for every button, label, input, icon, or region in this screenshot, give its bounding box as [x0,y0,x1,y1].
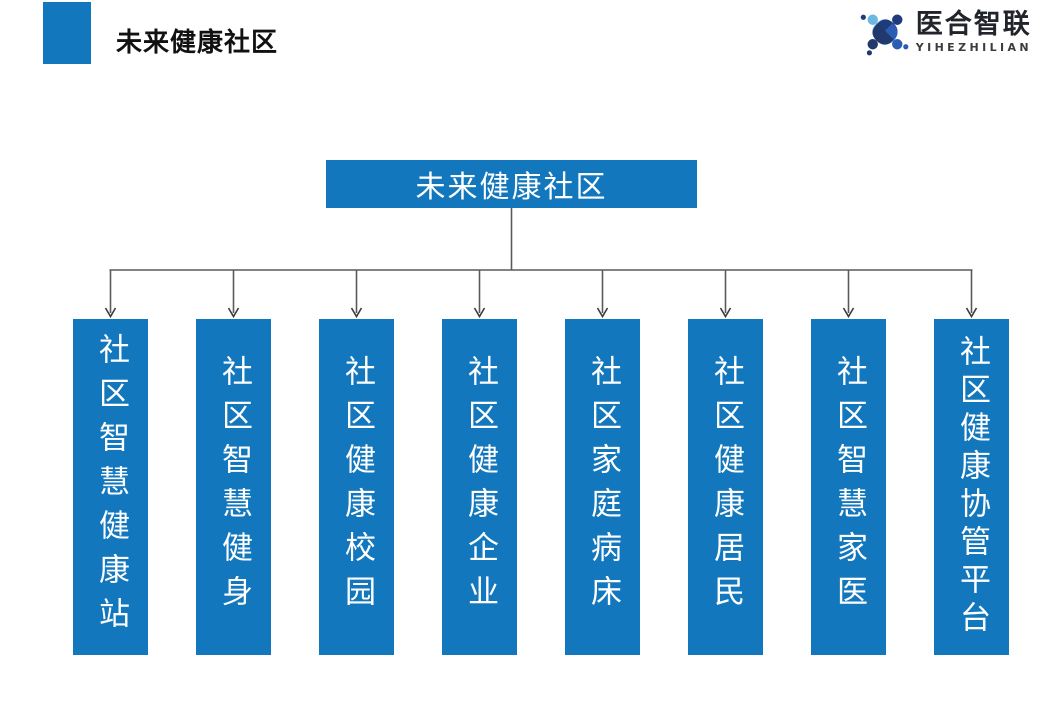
child-node-label: 社区健康校园 [339,355,375,619]
child-node-smart-family-doctor: 社区智慧家医 [811,319,886,655]
child-node-smart-health-station: 社区智慧健康站 [73,319,148,655]
child-node-label: 社区健康居民 [708,355,744,619]
child-node-smart-fitness: 社区智慧健身 [196,319,271,655]
child-node-label: 社区健康企业 [462,355,498,619]
logo-name: 医合智联 [915,8,1032,40]
logo-text: 医合智联 YIHEZHILIAN [915,8,1032,55]
child-node-label: 社区智慧家医 [831,355,867,619]
child-node-label: 社区健康协管平台 [954,335,990,639]
child-node-healthy-campus: 社区健康校园 [319,319,394,655]
child-node-label: 社区智慧健康站 [93,333,129,641]
child-node-family-sickbed: 社区家庭病床 [565,319,640,655]
logo-subtitle: YIHEZHILIAN [915,41,1032,55]
child-node-label: 社区智慧健身 [216,355,252,619]
child-node-healthy-residents: 社区健康居民 [688,319,763,655]
logo: 医合智联 YIHEZHILIAN [859,6,1032,58]
child-node-label: 社区家庭病床 [585,355,621,619]
root-node: 未来健康社区 [326,160,697,208]
page-title: 未来健康社区 [116,28,279,58]
header-accent-bar [43,2,91,64]
logo-people-icon [860,14,909,56]
arrowheads [104,307,978,319]
child-node-healthy-enterprise: 社区健康企业 [442,319,517,655]
child-node-health-comanagement-platform: 社区健康协管平台 [934,319,1009,655]
